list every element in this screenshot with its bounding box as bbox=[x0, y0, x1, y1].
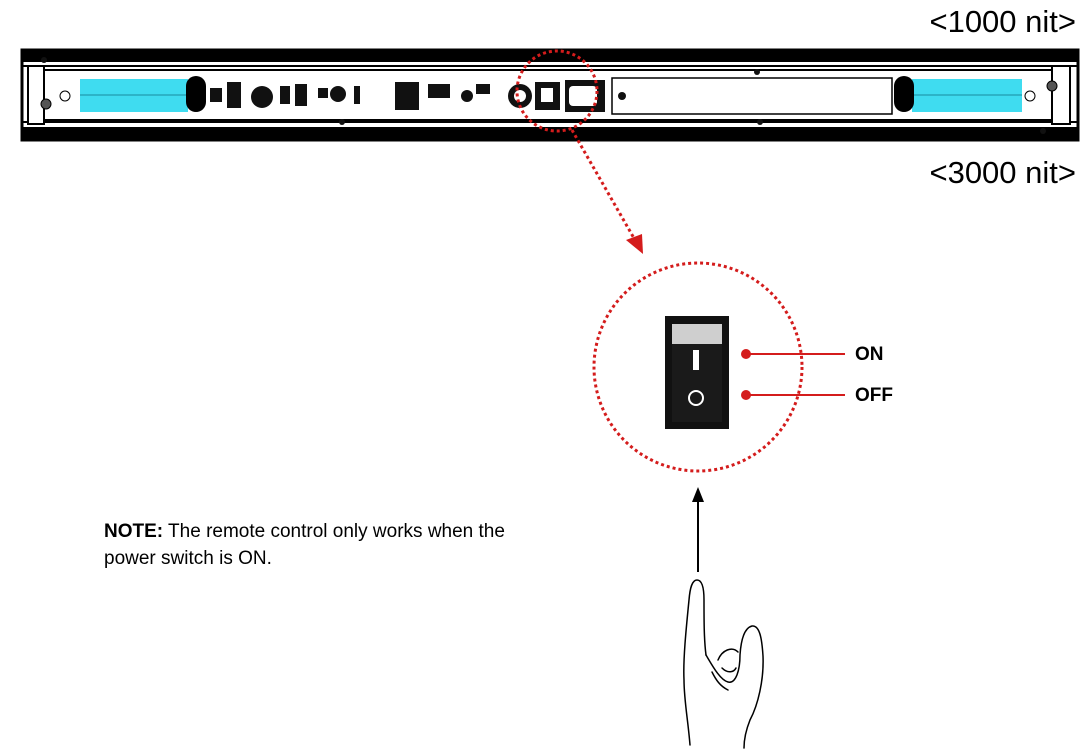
callout-arrow bbox=[570, 129, 637, 241]
switch-off-mark bbox=[688, 390, 704, 406]
pointing-hand-icon bbox=[683, 579, 764, 749]
callout-zoom-circle bbox=[592, 261, 804, 473]
brightness-label-1000: <1000 nit> bbox=[929, 4, 1076, 39]
press-arrow bbox=[692, 487, 704, 572]
note-text: NOTE: The remote control only works when… bbox=[104, 518, 524, 572]
switch-off-label: OFF bbox=[855, 385, 893, 406]
rocker-switch[interactable] bbox=[665, 316, 729, 429]
note-body: The remote control only works when the p… bbox=[104, 521, 505, 569]
led-bar-housing bbox=[20, 48, 1080, 142]
note-prefix: NOTE: bbox=[104, 521, 164, 542]
switch-on-label: ON bbox=[855, 344, 884, 365]
brightness-label-3000: <3000 nit> bbox=[929, 155, 1076, 190]
switch-on-mark bbox=[693, 350, 699, 370]
callout-source-circle bbox=[515, 49, 599, 133]
